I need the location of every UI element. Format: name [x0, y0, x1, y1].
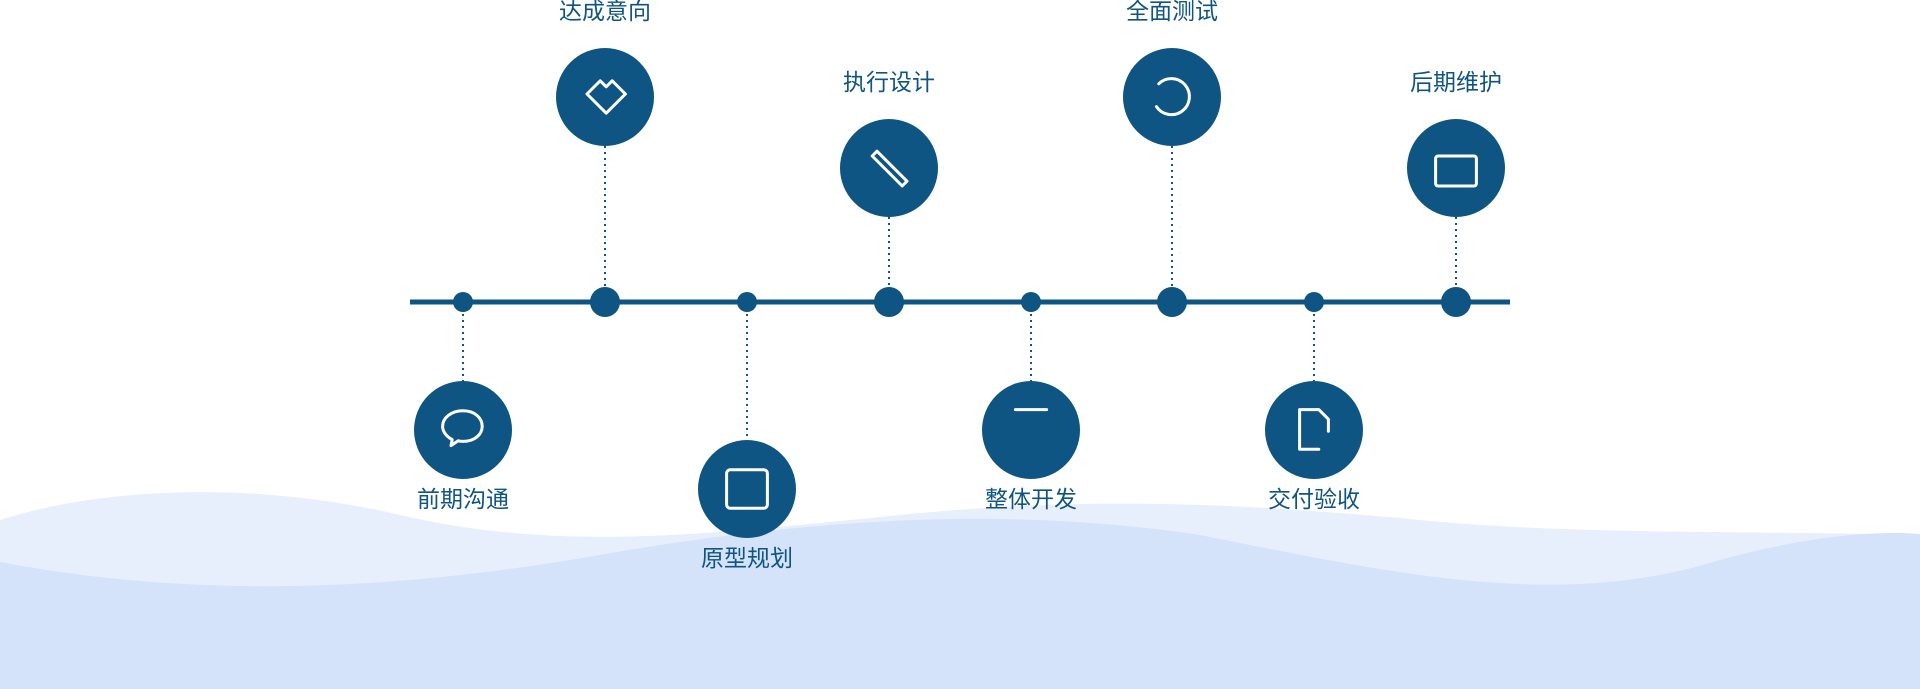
step-label: 达成意向: [559, 0, 651, 25]
step-node: [1123, 48, 1221, 146]
layout-icon: [725, 468, 769, 510]
timeline-dot: [1441, 287, 1471, 317]
timeline-dot: [453, 292, 473, 312]
step-label: 后期维护: [1410, 70, 1502, 96]
timeline-dot: [590, 287, 620, 317]
test-plus-icon: [1154, 77, 1191, 117]
step-node: [840, 119, 938, 217]
step-node: [1407, 119, 1505, 217]
hourglass-icon: [1013, 408, 1049, 412]
step-label: 执行设计: [843, 70, 935, 96]
step-node: [556, 48, 654, 146]
handshake-icon: [585, 79, 627, 115]
document-check-icon: [1298, 408, 1330, 451]
chat-bubbles-icon: [441, 409, 484, 448]
step-node: [698, 440, 796, 538]
step-label: 全面测试: [1126, 0, 1218, 25]
timeline-dot: [737, 292, 757, 312]
step-node: [1265, 381, 1363, 479]
wave-dark: [0, 518, 1920, 689]
ruler-pencil-icon: [870, 149, 909, 188]
step-label: 交付验收: [1268, 487, 1360, 513]
briefcase-icon: [1434, 154, 1478, 188]
timeline-dot: [1304, 292, 1324, 312]
timeline-dot: [874, 287, 904, 317]
step-label: 前期沟通: [417, 487, 509, 513]
timeline-dot: [1157, 287, 1187, 317]
step-node: [414, 381, 512, 479]
step-label: 整体开发: [985, 487, 1077, 513]
timeline-dot: [1021, 292, 1041, 312]
step-label: 原型规划: [701, 546, 793, 572]
step-node: [982, 381, 1080, 479]
